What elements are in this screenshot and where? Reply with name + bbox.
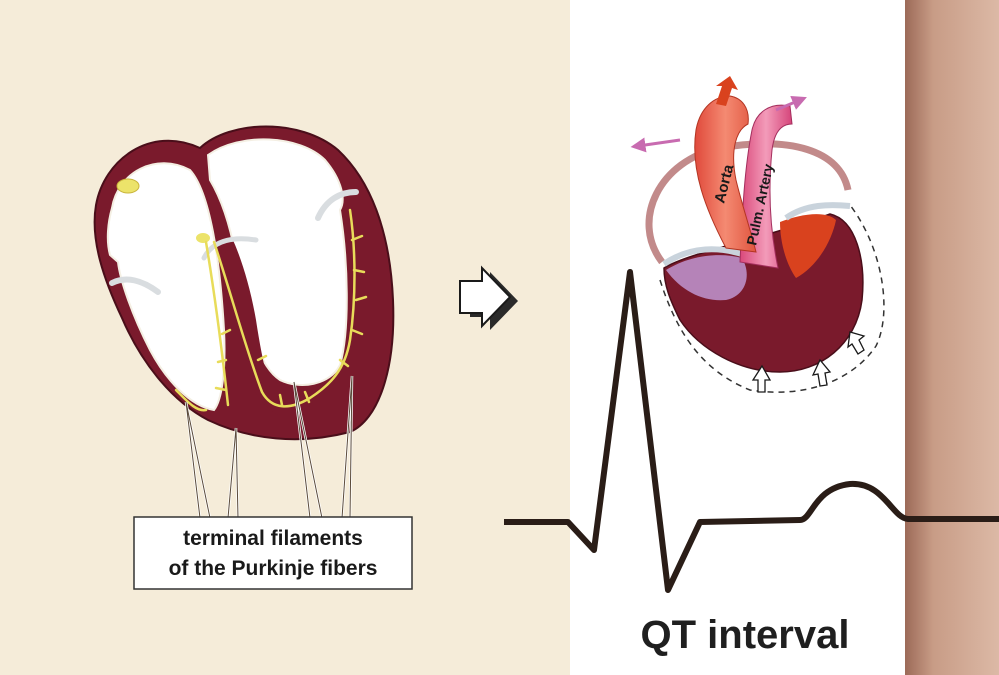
av-node xyxy=(196,233,210,243)
pulm-left-arrow-icon xyxy=(638,140,680,146)
contraction-arrow-icon xyxy=(848,332,864,354)
callout-line-1: terminal filaments xyxy=(183,527,363,550)
ecg-caption: QT interval xyxy=(641,613,850,657)
ventricle-heart: Aorta Pulm. Artery xyxy=(638,76,884,392)
callout-line-2: of the Purkinje fibers xyxy=(169,557,378,580)
sinus-node xyxy=(117,179,139,193)
page-fold-edge xyxy=(905,0,999,675)
purkinje-callout: terminal filaments of the Purkinje fiber… xyxy=(134,517,412,589)
